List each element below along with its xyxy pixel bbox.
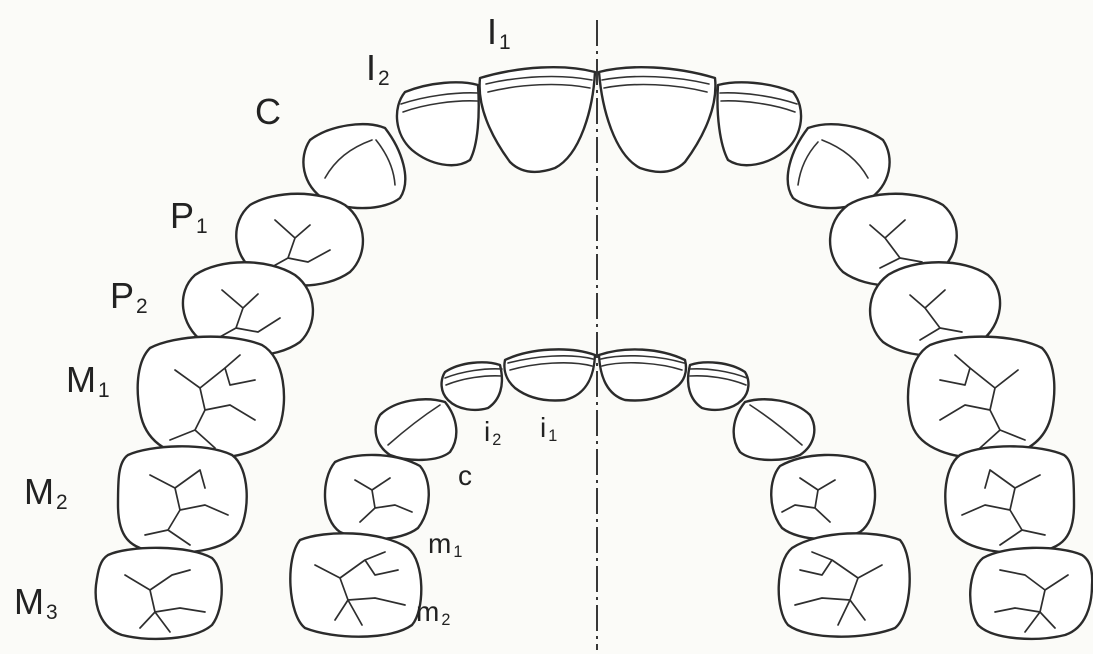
tooth-c-left xyxy=(374,398,458,462)
label-I1: I1 xyxy=(487,11,511,55)
tooth-m2-right xyxy=(777,532,911,638)
permanent-arch xyxy=(94,66,1093,641)
tooth-P2-left xyxy=(181,261,315,357)
label-M1: M1 xyxy=(66,359,110,403)
tooth-M1-left xyxy=(136,335,286,460)
tooth-I2-left xyxy=(395,81,480,167)
label-P2: P2 xyxy=(110,275,148,319)
tooth-M3-right xyxy=(969,546,1093,641)
tooth-i1-right xyxy=(597,348,688,402)
deciduous-arch xyxy=(289,348,911,638)
label-I2: I2 xyxy=(366,47,390,91)
tooth-C-left xyxy=(302,123,407,210)
tooth-I1-right xyxy=(597,66,717,174)
tooth-C-right xyxy=(786,123,891,210)
label-M2: M2 xyxy=(24,471,68,515)
tooth-M2-right xyxy=(944,445,1076,554)
tooth-I2-right xyxy=(716,81,803,167)
tooth-P1-left xyxy=(235,192,365,287)
tooth-M1-right xyxy=(906,335,1056,460)
tooth-m1-left xyxy=(323,453,430,541)
tooth-m2-left xyxy=(289,532,423,638)
label-C: C xyxy=(255,91,281,132)
label-P1: P1 xyxy=(170,195,208,239)
tooth-M3-left xyxy=(94,546,223,641)
label-M3: M3 xyxy=(14,581,58,625)
tooth-c-right xyxy=(732,398,816,462)
tooth-i2-left xyxy=(440,361,504,412)
tooth-M2-left xyxy=(116,445,248,554)
tooth-i2-right xyxy=(686,361,750,412)
tooth-i1-left xyxy=(503,348,597,402)
tooth-I1-left xyxy=(478,66,597,174)
tooth-m1-right xyxy=(770,453,877,541)
label-c: c xyxy=(458,460,472,491)
